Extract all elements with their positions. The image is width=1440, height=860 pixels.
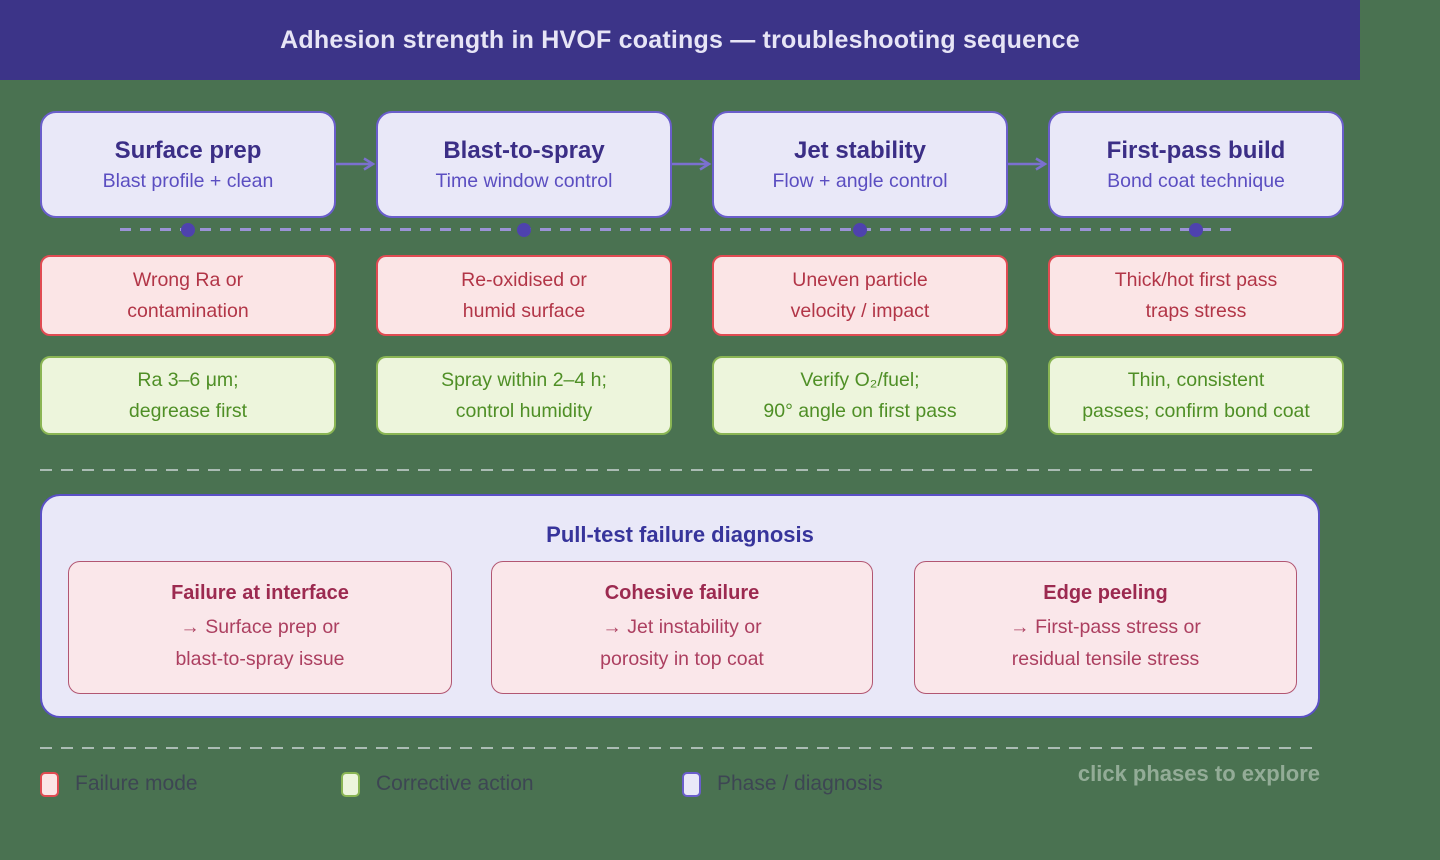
corrective-text-line: Spray within 2–4 h;	[441, 368, 607, 391]
diagnosis-text-line: → Surface prep or	[180, 615, 340, 638]
diagnosis-text-line: residual tensile stress	[1011, 647, 1200, 670]
phase-connector-dot	[181, 223, 195, 237]
legend-item-corrective-action: Corrective action	[341, 770, 534, 798]
phase-box-blast-to-spray[interactable]: Blast-to-spray Time window control	[376, 111, 672, 218]
flow-arrow-icon	[336, 157, 376, 171]
diagnosis-card-edge-peeling: Edge peeling → First-pass stress or resi…	[914, 561, 1297, 694]
corrective-card-first-pass-build: Thin, consistent passes; confirm bond co…	[1048, 356, 1344, 435]
separator-line	[40, 747, 1320, 749]
phase-connector-dot	[1189, 223, 1203, 237]
diagnosis-text-line: porosity in top coat	[600, 647, 764, 670]
diagnosis-title: Failure at interface	[171, 581, 349, 604]
failure-card-surface-prep: Wrong Ra or contamination	[40, 255, 336, 336]
interaction-hint: click phases to explore	[1077, 761, 1320, 786]
failure-text-line: Thick/hot first pass	[1114, 268, 1278, 291]
diagnosis-title: Cohesive failure	[604, 581, 760, 604]
failure-text-line: Re-oxidised or	[461, 268, 587, 291]
failure-text-line: contamination	[127, 299, 249, 322]
failure-card-blast-to-spray: Re-oxidised or humid surface	[376, 255, 672, 336]
corrective-card-surface-prep: Ra 3–6 μm; degrease first	[40, 356, 336, 435]
phase-connector-dot	[853, 223, 867, 237]
phase-connector-line	[120, 228, 1236, 231]
corrective-card-jet-stability: Verify O₂/fuel; 90° angle on first pass	[712, 356, 1008, 435]
corrective-text-line: passes; confirm bond coat	[1082, 399, 1310, 422]
legend-label: Failure mode	[75, 772, 198, 795]
phase-title: Surface prep	[114, 136, 262, 164]
diagnosis-card-cohesive-failure: Cohesive failure → Jet instability or po…	[491, 561, 873, 694]
corrective-text-line: 90° angle on first pass	[763, 399, 957, 422]
corrective-text-line: Verify O₂/fuel;	[800, 368, 920, 391]
phase-box-first-pass-build[interactable]: First-pass build Bond coat technique	[1048, 111, 1344, 218]
failure-text-line: Uneven particle	[792, 268, 928, 291]
failure-card-jet-stability: Uneven particle velocity / impact	[712, 255, 1008, 336]
phase-title: First-pass build	[1106, 136, 1286, 164]
corrective-card-blast-to-spray: Spray within 2–4 h; control humidity	[376, 356, 672, 435]
phase-subtitle: Flow + angle control	[772, 169, 948, 192]
failure-text-line: humid surface	[462, 299, 586, 322]
phase-title: Blast-to-spray	[443, 136, 605, 164]
diagnosis-card-interface-failure: Failure at interface → Surface prep or b…	[68, 561, 452, 694]
corrective-text-line: Thin, consistent	[1127, 368, 1265, 391]
diagnosis-text-line: blast-to-spray issue	[175, 647, 345, 670]
legend-item-phase-diagnosis: Phase / diagnosis	[682, 770, 883, 798]
pull-test-diagnosis-panel: Pull-test failure diagnosis Failure at i…	[40, 494, 1320, 718]
panel-title: Pull-test failure diagnosis	[546, 522, 814, 547]
phase-connector-dot	[517, 223, 531, 237]
failure-text-line: Wrong Ra or	[132, 268, 244, 291]
phase-subtitle: Blast profile + clean	[102, 169, 274, 192]
phase-subtitle: Time window control	[435, 169, 613, 192]
header-bar: Adhesion strength in HVOF coatings — tro…	[0, 0, 1360, 80]
phase-swatch-icon	[682, 771, 701, 797]
flow-arrow-icon	[672, 157, 712, 171]
legend-label: Phase / diagnosis	[717, 772, 883, 795]
phase-subtitle: Bond coat technique	[1107, 169, 1285, 192]
flow-arrow-icon	[1008, 157, 1048, 171]
corrective-text-line: control humidity	[455, 399, 593, 422]
page-title: Adhesion strength in HVOF coatings — tro…	[280, 25, 1080, 54]
corrective-text-line: Ra 3–6 μm;	[137, 368, 239, 391]
diagnosis-text-line: → Jet instability or	[602, 615, 762, 638]
legend-label: Corrective action	[376, 772, 534, 795]
failure-text-line: velocity / impact	[790, 299, 930, 322]
separator-line	[40, 469, 1320, 471]
corrective-swatch-icon	[341, 771, 360, 797]
diagnosis-text-line: → First-pass stress or	[1010, 615, 1201, 638]
failure-card-first-pass-build: Thick/hot first pass traps stress	[1048, 255, 1344, 336]
failure-swatch-icon	[40, 771, 59, 797]
phase-title: Jet stability	[793, 136, 927, 164]
phase-box-surface-prep[interactable]: Surface prep Blast profile + clean	[40, 111, 336, 218]
phase-box-jet-stability[interactable]: Jet stability Flow + angle control	[712, 111, 1008, 218]
diagnosis-title: Edge peeling	[1043, 581, 1168, 604]
corrective-text-line: degrease first	[128, 399, 248, 422]
legend-item-failure-mode: Failure mode	[40, 770, 198, 798]
failure-text-line: traps stress	[1145, 299, 1247, 322]
